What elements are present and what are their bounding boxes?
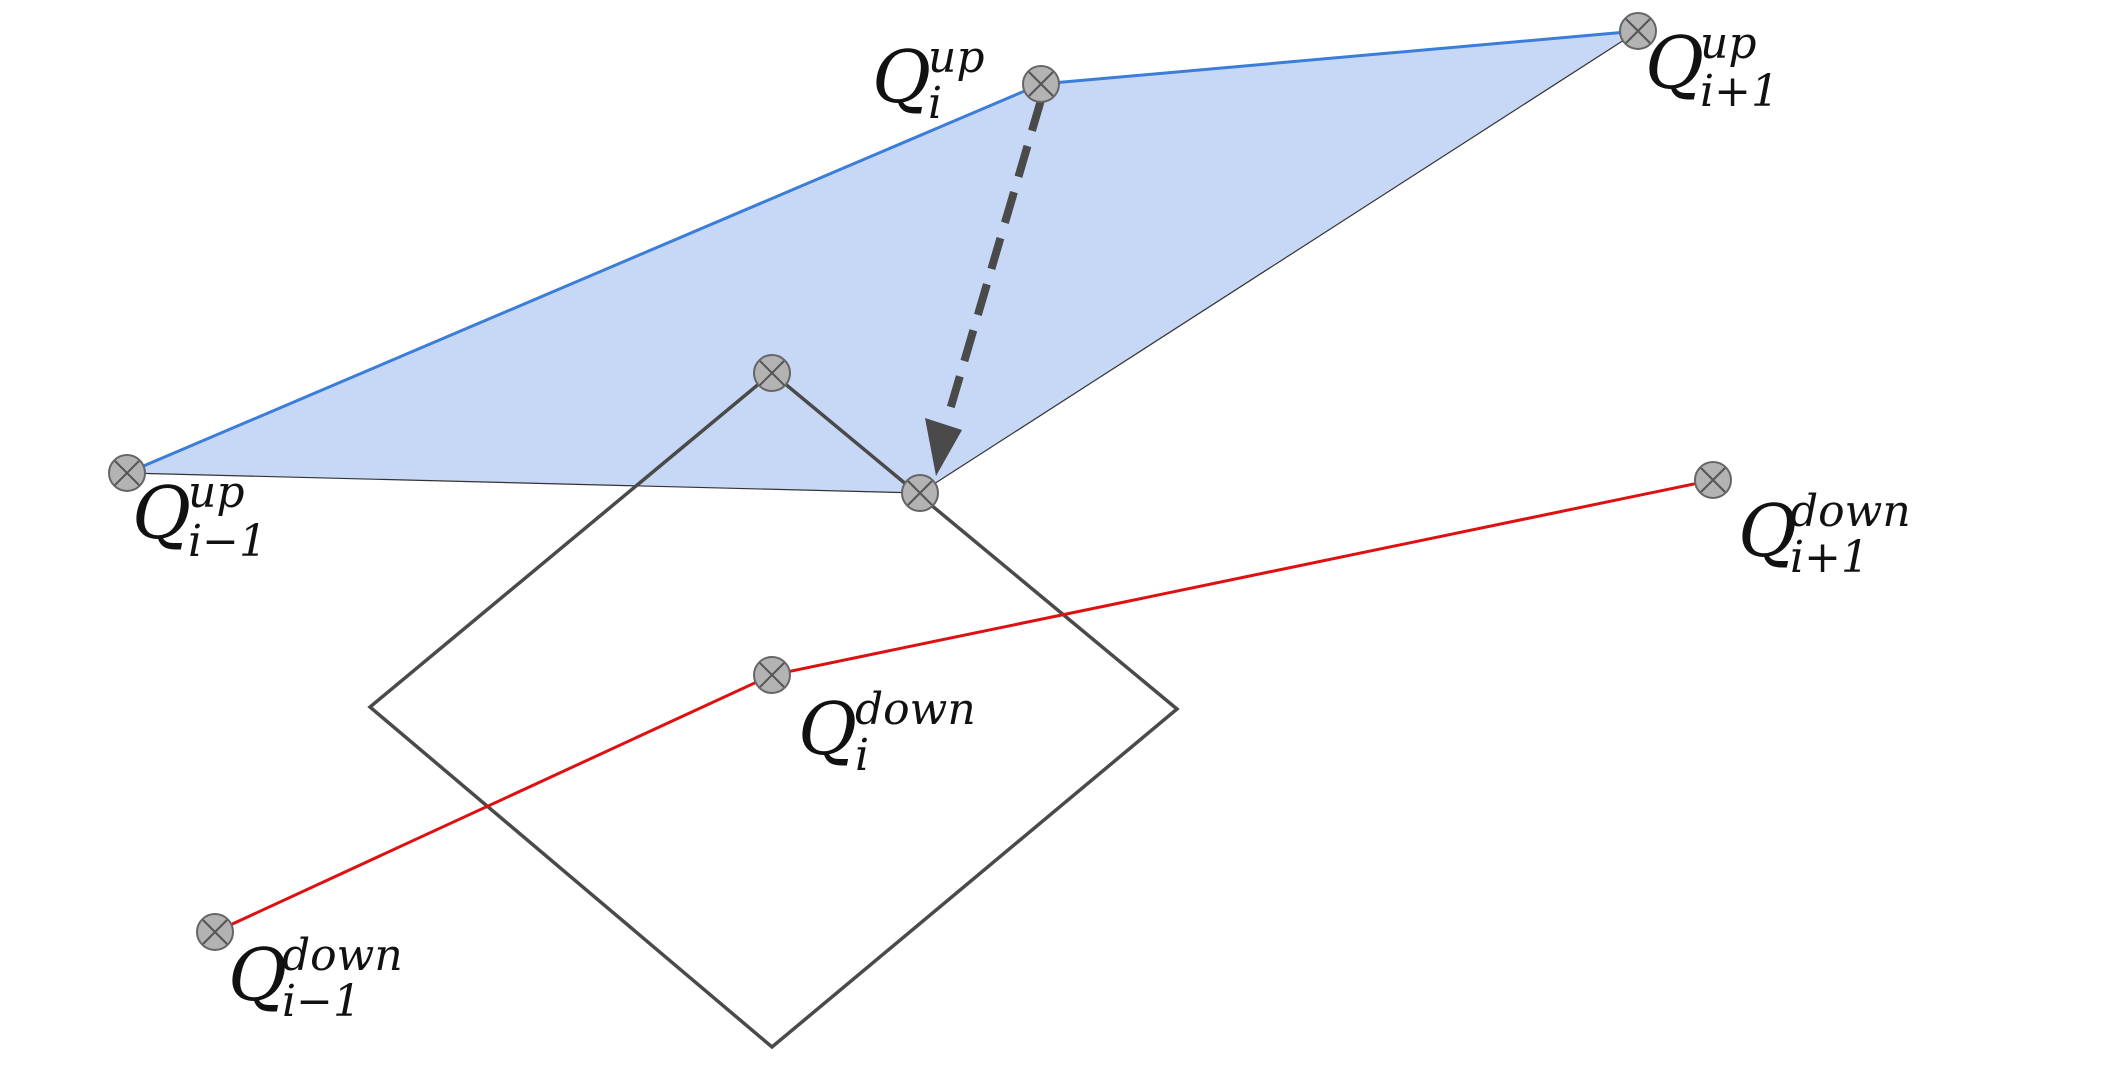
label-superscript: down	[282, 930, 403, 981]
label-q-down-i-plus-1: Q down i+1	[1738, 486, 1911, 583]
node-diamond-top	[753, 354, 791, 392]
edge-lower-left	[126, 472, 921, 494]
label-subscript: i−1	[282, 976, 361, 1027]
label-q-up-i-minus-1: Q up i−1	[132, 467, 267, 567]
label-q-down-i: Q down i	[798, 684, 976, 781]
node-projected-point	[901, 474, 939, 512]
node-q-down-i-plus-1	[1694, 461, 1732, 499]
label-symbol: Q	[1738, 489, 1797, 573]
node-q-up-i-plus-1	[1619, 12, 1657, 50]
label-subscript: i	[928, 78, 942, 129]
label-subscript: i	[855, 730, 869, 781]
label-superscript: down	[1790, 486, 1911, 537]
node-q-up-i-minus-1	[108, 454, 146, 492]
label-superscript: up	[188, 467, 245, 518]
label-superscript: up	[1700, 18, 1757, 69]
label-symbol: Q	[872, 35, 931, 119]
label-subscript: i+1	[1790, 532, 1869, 583]
node-q-down-i-minus-1	[196, 913, 234, 951]
diamond-cell	[367, 370, 1180, 1050]
upper-region-fill	[127, 31, 1638, 493]
label-symbol: Q	[798, 687, 857, 771]
label-superscript: up	[928, 32, 985, 83]
label-q-up-i: Q up i	[872, 32, 985, 129]
label-subscript: i+1	[1700, 66, 1779, 117]
label-symbol: Q	[132, 471, 191, 555]
label-symbol: Q	[1645, 21, 1704, 105]
label-q-down-i-minus-1: Q down i−1	[228, 930, 403, 1027]
projection-arrow-head	[925, 418, 962, 476]
projection-arrow-shaft	[943, 98, 1045, 422]
label-symbol: Q	[228, 933, 287, 1017]
label-subscript: i−1	[188, 516, 267, 567]
node-q-down-i	[753, 656, 791, 694]
node-q-up-i	[1022, 65, 1060, 103]
label-q-up-i-plus-1: Q up i+1	[1645, 18, 1779, 117]
label-superscript: down	[855, 684, 976, 735]
edge-lower-right	[919, 30, 1639, 494]
